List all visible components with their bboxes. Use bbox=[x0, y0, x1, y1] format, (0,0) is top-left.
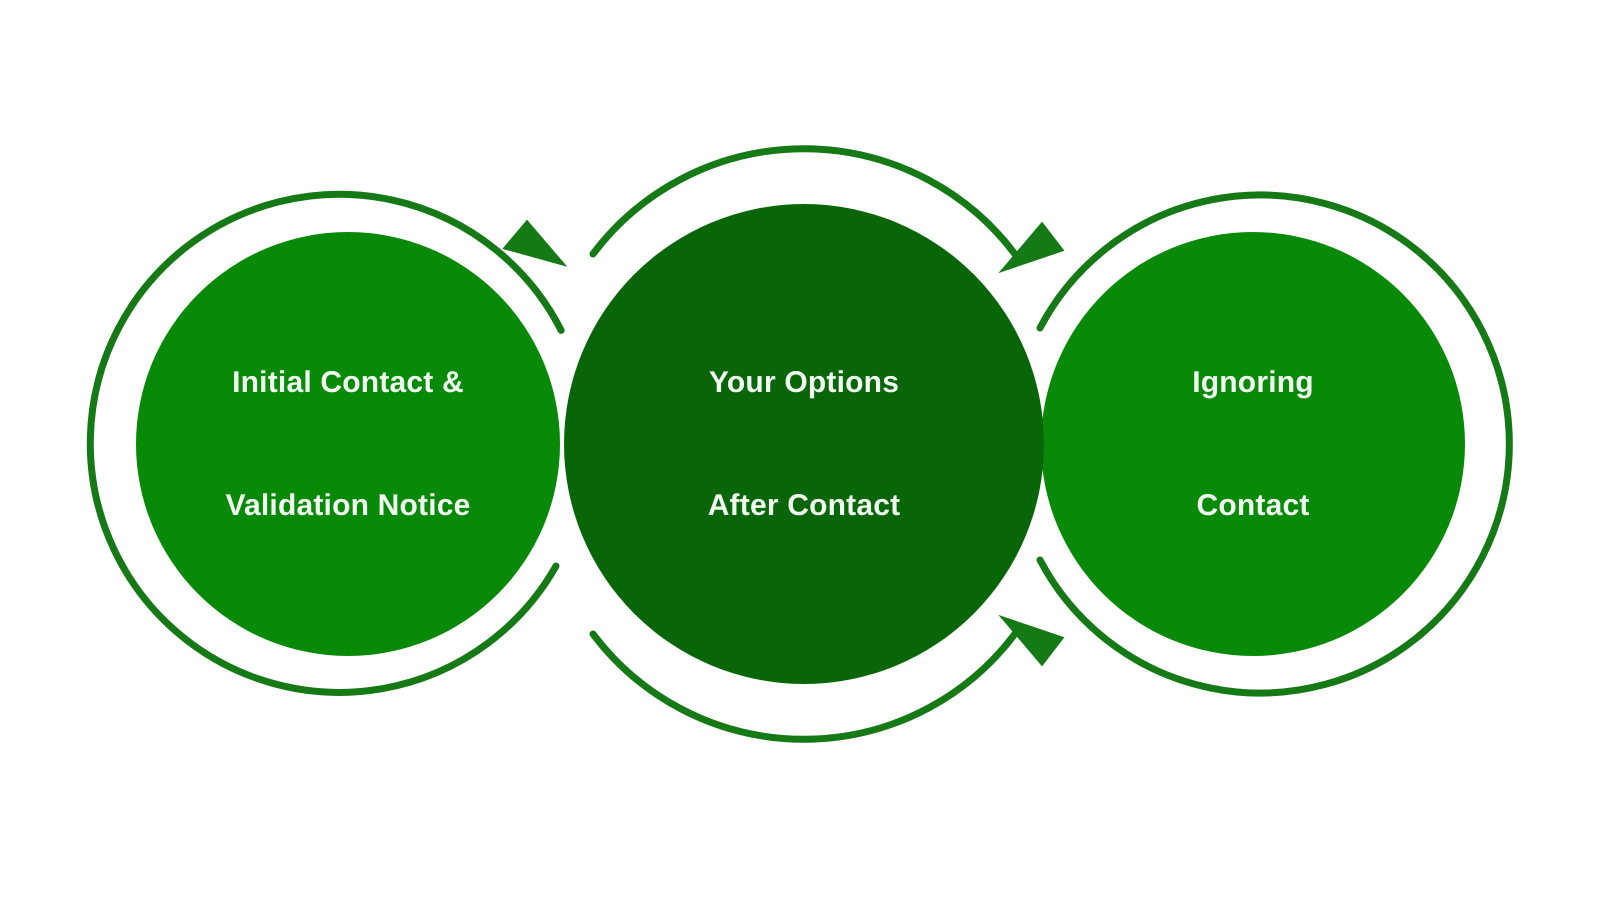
node-circle-initial-contact[interactable] bbox=[136, 232, 560, 656]
right-ring-connector-group bbox=[998, 191, 1513, 697]
node-circle-your-options[interactable] bbox=[564, 204, 1044, 684]
right-ring-arc bbox=[1036, 191, 1513, 697]
middle-ring-arc-bottom bbox=[589, 629, 1020, 743]
middle-ring-connector-group bbox=[589, 145, 1020, 743]
left-ring-arrowhead-icon bbox=[502, 219, 568, 267]
right-ring-arrowhead-bottom-icon bbox=[998, 614, 1065, 667]
left-ring-connector-group bbox=[86, 190, 568, 696]
node-circle-ignoring-contact[interactable] bbox=[1041, 232, 1465, 656]
left-ring-arc bbox=[86, 190, 565, 696]
right-ring-arrowhead-top-icon bbox=[998, 221, 1065, 274]
middle-ring-arc-top bbox=[589, 145, 1020, 259]
